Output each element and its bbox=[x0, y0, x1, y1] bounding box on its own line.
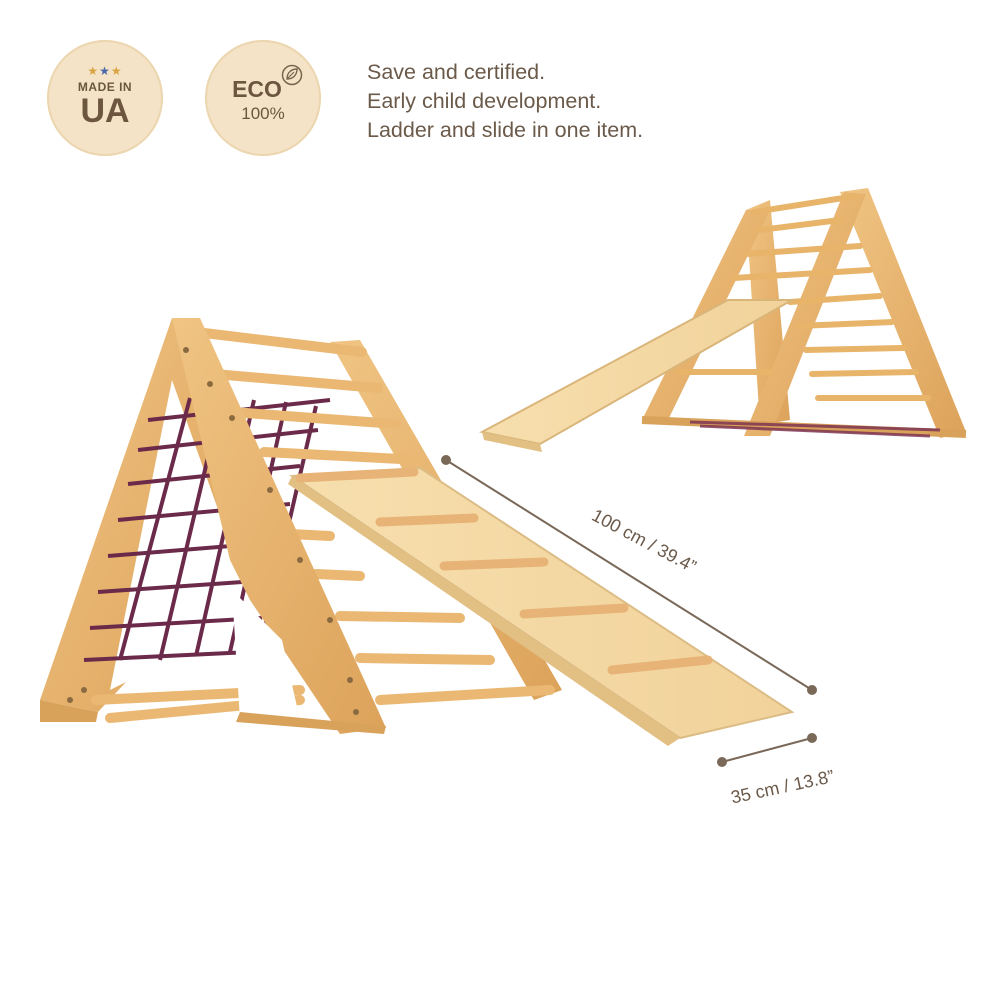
leaf-icon bbox=[281, 64, 303, 86]
tagline-line-1: Save and certified. bbox=[367, 60, 546, 84]
tagline-line-3: Ladder and slide in one item. bbox=[367, 118, 644, 142]
tagline-line-2: Early child development. bbox=[367, 89, 602, 113]
eco-label: ECO bbox=[232, 76, 282, 102]
ua-label: UA bbox=[80, 92, 130, 130]
stars-icon: ★★★ bbox=[87, 64, 123, 78]
width-dimension-line bbox=[717, 733, 817, 767]
eco-percent-label: 100% bbox=[241, 104, 285, 123]
ramp-board bbox=[288, 466, 795, 746]
secondary-climbing-triangle bbox=[479, 188, 967, 452]
length-dimension-line bbox=[441, 455, 817, 695]
tagline: Save and certified. Early child developm… bbox=[367, 58, 643, 145]
made-in-label: MADE IN bbox=[77, 80, 133, 94]
made-in-ua-badge: ★★★ MADE IN UA bbox=[47, 40, 163, 156]
eco-badge: ECO 100% bbox=[205, 40, 321, 156]
